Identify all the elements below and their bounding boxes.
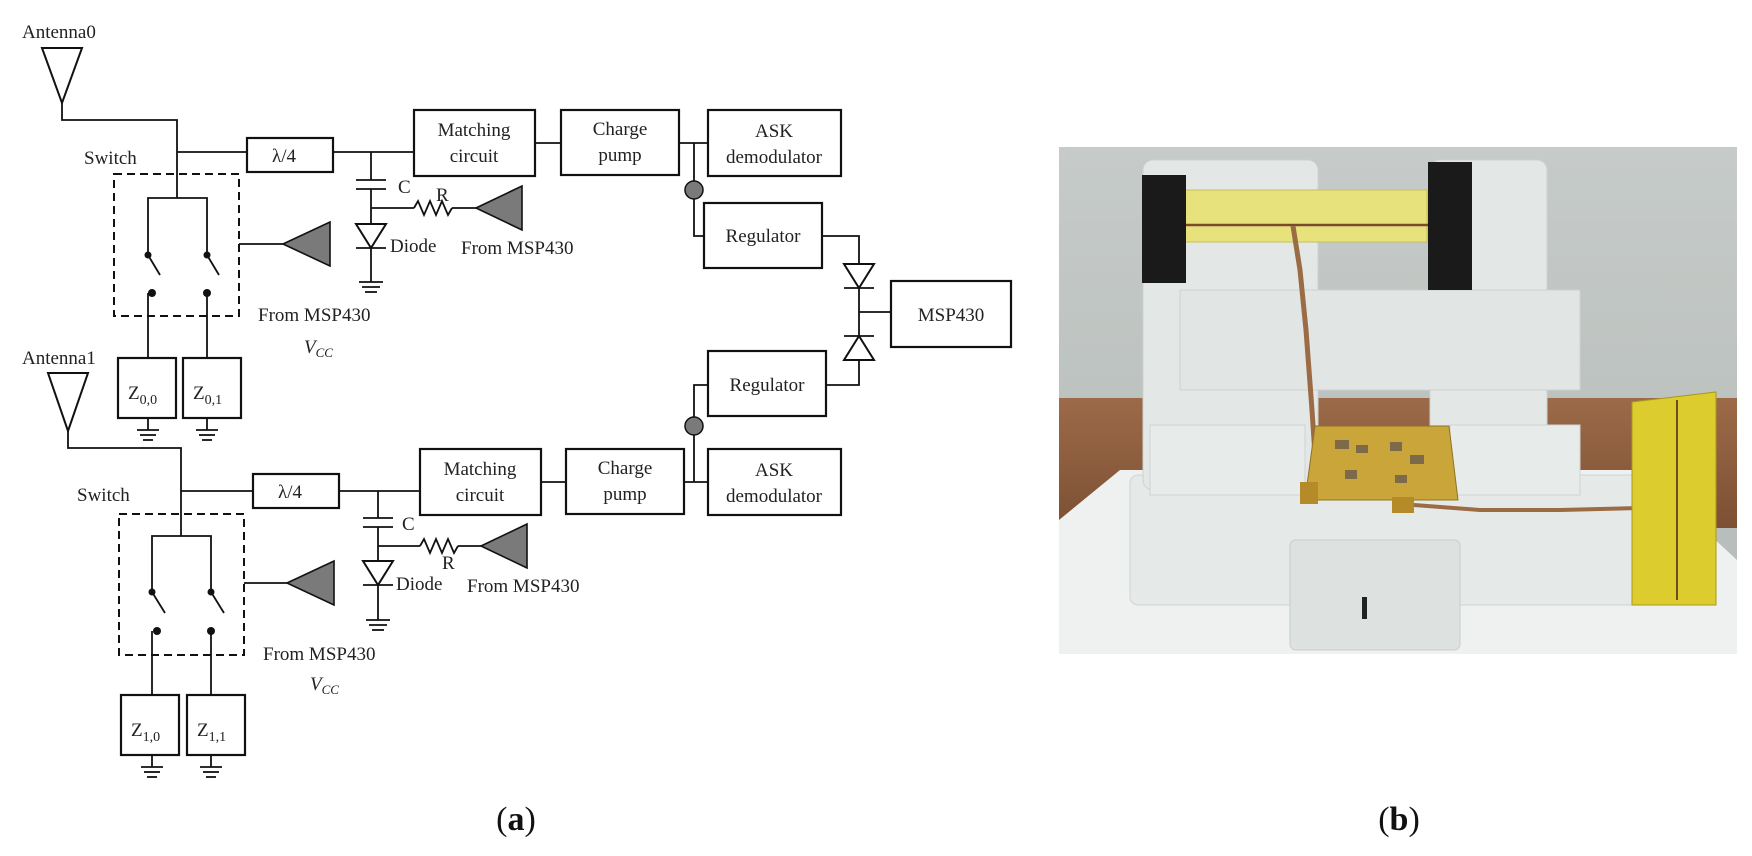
regulator-label-top: Regulator [726, 226, 802, 247]
diode-icon-bottom [361, 560, 395, 587]
ground-icon-top-bias [359, 281, 383, 293]
res-label-bottom: R [442, 553, 455, 574]
switch-label-top: Switch [84, 148, 137, 169]
z10-ground-icon [141, 755, 163, 778]
z11-ground-icon [200, 755, 222, 778]
ask-label-top-1: ASK [755, 121, 793, 142]
switch-driver-icon-bottom [285, 559, 335, 607]
bias-driver-icon-top [474, 184, 523, 232]
capacitor-icon-top [356, 179, 386, 190]
top-chain: Antenna0 Switch From MSP430 VCC Z0,0 Z0,… [22, 22, 860, 441]
regulator-label-bottom: Regulator [730, 375, 806, 396]
vcc-label-bottom: VCC [310, 674, 339, 697]
antenna1-icon [46, 372, 90, 435]
ask-label-bottom-2: demodulator [726, 486, 823, 507]
switch-contacts-bottom [148, 588, 225, 635]
msp430-section: MSP430 [842, 263, 1013, 361]
z11-box [185, 693, 247, 757]
charge-label-top-1: Charge [593, 119, 648, 140]
z00-label: Z0,0 [128, 383, 157, 408]
caption-b: (b) [1378, 801, 1420, 838]
charge-pump-bottom [564, 447, 686, 516]
antenna1-label: Antenna1 [22, 348, 96, 369]
msp430-label: MSP430 [918, 305, 985, 326]
node-dot-bottom [684, 416, 704, 436]
charge-pump-top [559, 108, 681, 177]
res-label-top: R [436, 185, 449, 206]
switch-box-bottom [118, 513, 245, 656]
caption-a: (a) [496, 801, 536, 838]
switch-label-bottom: Switch [77, 485, 130, 506]
quarter-wave-label-top: λ/4 [272, 146, 296, 167]
diode-label-top: Diode [390, 236, 436, 257]
from-msp430-bias-top: From MSP430 [461, 238, 573, 259]
antenna0-icon [40, 47, 84, 106]
ground-icon-bottom-bias [366, 619, 390, 631]
regulator-bottom [706, 349, 828, 418]
z10-label: Z1,0 [131, 720, 160, 745]
quarter-wave-label-bottom: λ/4 [278, 482, 302, 503]
diode-icon-top [354, 223, 388, 250]
diode-label-bottom: Diode [396, 574, 442, 595]
ask-demodulator-bottom [706, 447, 843, 517]
matching-label-top-1: Matching [438, 120, 511, 141]
antenna0-label: Antenna0 [22, 22, 96, 43]
from-msp430-bias-bottom: From MSP430 [467, 576, 579, 597]
or-diode-icon-top [842, 263, 876, 290]
z00-ground-icon [137, 418, 159, 441]
charge-label-bottom-1: Charge [598, 458, 653, 479]
matching-circuit-top [412, 108, 537, 178]
or-diode-icon-bottom [842, 334, 876, 361]
z00-box [116, 356, 178, 420]
z01-label: Z0,1 [193, 383, 222, 408]
from-msp430-switch-top: From MSP430 [258, 305, 370, 326]
cap-label-top: C [398, 177, 411, 198]
switch-box-top [113, 173, 240, 317]
bias-driver-icon-bottom [479, 522, 528, 570]
matching-circuit-bottom [418, 447, 543, 517]
regulator-top [702, 201, 824, 270]
z11-label: Z1,1 [197, 720, 226, 745]
charge-label-bottom-2: pump [603, 484, 646, 505]
matching-label-bottom-2: circuit [456, 485, 505, 506]
capacitor-icon-bottom [363, 517, 393, 528]
ask-label-bottom-1: ASK [755, 460, 793, 481]
bottom-chain: Antenna1 Switch From MSP430 VCC Z1,0 Z1,… [22, 348, 860, 778]
msp430-box [889, 279, 1013, 349]
z01-ground-icon [196, 418, 218, 441]
ask-demodulator-top [706, 108, 843, 178]
resistor-icon-top [413, 198, 453, 218]
charge-label-top-2: pump [598, 145, 641, 166]
z10-box [119, 693, 181, 757]
matching-label-top-2: circuit [450, 146, 499, 167]
resistor-icon-bottom [419, 536, 459, 556]
matching-label-bottom-1: Matching [444, 459, 517, 480]
z01-box [181, 356, 243, 420]
switch-contacts-top [144, 251, 220, 297]
from-msp430-switch-bottom: From MSP430 [263, 644, 375, 665]
photo-prototype [1059, 147, 1737, 654]
ask-label-top-2: demodulator [726, 147, 823, 168]
vcc-label-top: VCC [304, 337, 333, 360]
quarter-wave-line-top [245, 136, 335, 174]
node-dot-top [684, 180, 704, 200]
switch-driver-icon-top [281, 220, 331, 268]
cap-label-bottom: C [402, 514, 415, 535]
